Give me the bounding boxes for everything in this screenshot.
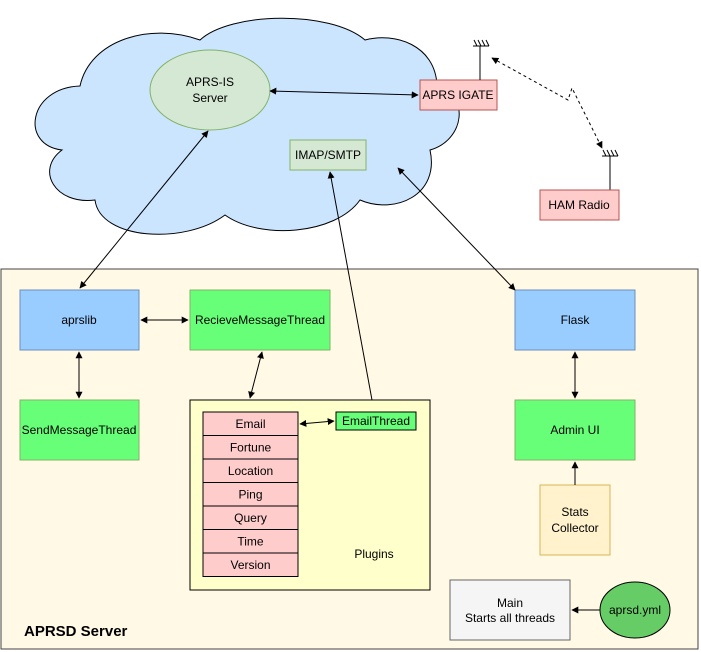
plugin-item-label: Email: [235, 417, 265, 431]
flask-label: Flask: [561, 313, 591, 327]
connector-plugins-imap: [327, 171, 373, 401]
aprslib-label: aprslib: [61, 313, 97, 327]
aprsd-server-title: APRSD Server: [24, 623, 128, 640]
flask-box: [514, 289, 636, 351]
stats-collector-line2: Collector: [551, 521, 598, 535]
connector-cloud-flask: [397, 167, 516, 291]
plugins-label: Plugins: [354, 547, 393, 561]
aprslib-box: [19, 289, 140, 351]
ham-radio-antenna-icon: [602, 149, 619, 190]
receive-message-thread-label: RecieveMessageThread: [195, 313, 325, 327]
main-box: [449, 579, 571, 641]
aprs-is-label-line1: APRS-IS: [186, 75, 234, 89]
aprs-igate-box: [419, 79, 498, 111]
plugin-item-label: Location: [228, 464, 273, 478]
aprs-is-label-line2: Server: [192, 91, 227, 105]
plugin-item-label: Time: [237, 534, 264, 548]
plugin-item-label: Query: [234, 511, 267, 525]
ham-radio-box: [539, 189, 620, 221]
imap-smtp-label: IMAP/SMTP: [295, 148, 361, 162]
connector-aprsis-aprslib: [79, 130, 209, 289]
radio-link-arrow: [491, 57, 603, 149]
connector-receive-plugins: [248, 351, 264, 399]
plugin-item-label: Version: [230, 558, 270, 572]
plugin-item-label: Ping: [238, 487, 262, 501]
send-message-thread-box: [19, 399, 140, 461]
connector-aprsis-igate: [269, 87, 419, 99]
email-thread-label: EmailThread: [342, 414, 410, 428]
email-thread-box: [335, 411, 417, 431]
receive-message-thread-box: [189, 289, 331, 351]
stats-collector-box: [539, 484, 611, 556]
ham-radio-label: HAM Radio: [548, 198, 610, 212]
stats-collector-line1: Stats: [561, 505, 588, 519]
plugin-item-label: Fortune: [230, 440, 272, 454]
send-message-thread-label: SendMessageThread: [22, 423, 137, 437]
connector-email-emailthread: [299, 418, 335, 427]
admin-ui-label: Admin UI: [550, 423, 599, 437]
plugin-item-box: [202, 552, 299, 577]
imap-smtp-box: [289, 139, 367, 171]
aprs-is-server-node: [149, 49, 271, 131]
aprs-igate-label: APRS IGATE: [422, 88, 493, 102]
main-label-line1: Main: [497, 596, 523, 610]
admin-ui-box: [514, 399, 636, 461]
aprsd-yml-label: aprsd.yml: [609, 603, 661, 617]
igate-antenna-icon: [473, 39, 490, 80]
internet-cloud: [34, 17, 460, 235]
main-label-line2: Starts all threads: [465, 611, 555, 625]
